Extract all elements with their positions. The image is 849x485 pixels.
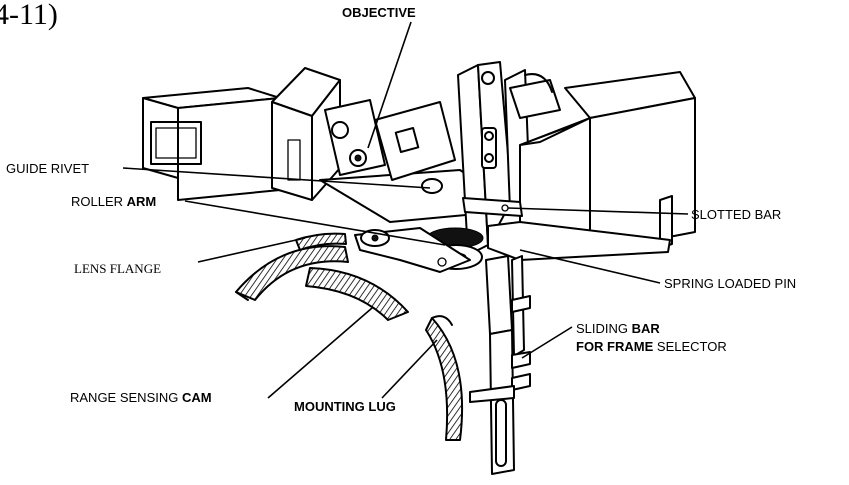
label-sliding-bar: SLIDING BAR [576,321,660,336]
leader-guide-rivet [122,167,431,189]
leader-objective [367,21,412,149]
leader-range-cam [267,307,373,399]
label-frame-selector: FOR FRAME SELECTOR [576,339,727,354]
label-objective: OBJECTIVE [342,5,416,20]
leader-lines [122,21,689,399]
leader-mounting-lug [381,339,438,399]
label-guide-rivet: GUIDE RIVET [6,161,89,176]
label-slotted-bar: SLOTTED BAR [691,207,781,222]
sliding-bar [469,255,531,475]
label-roller-arm: ROLLER ARM [71,194,156,209]
label-range-sensing-cam: RANGE SENSING CAM [70,390,212,405]
rear-housing [142,67,341,201]
mounting-lug [425,315,463,441]
leader-spring-loaded-pin [519,249,661,284]
label-lens-flange: LENS FLANGE [74,261,161,276]
label-spring-loaded-pin: SPRING LOADED PIN [664,276,796,291]
leader-sliding-bar [521,326,573,359]
leader-lens-flange [197,237,306,263]
leader-roller-arm [184,200,446,246]
page-fragment: 4-11) [0,0,58,31]
lens-flange-and-cam [235,232,409,321]
front-housing [487,71,696,261]
label-mounting-lug: MOUNTING LUG [294,399,396,414]
leader-slotted-bar [507,207,689,215]
